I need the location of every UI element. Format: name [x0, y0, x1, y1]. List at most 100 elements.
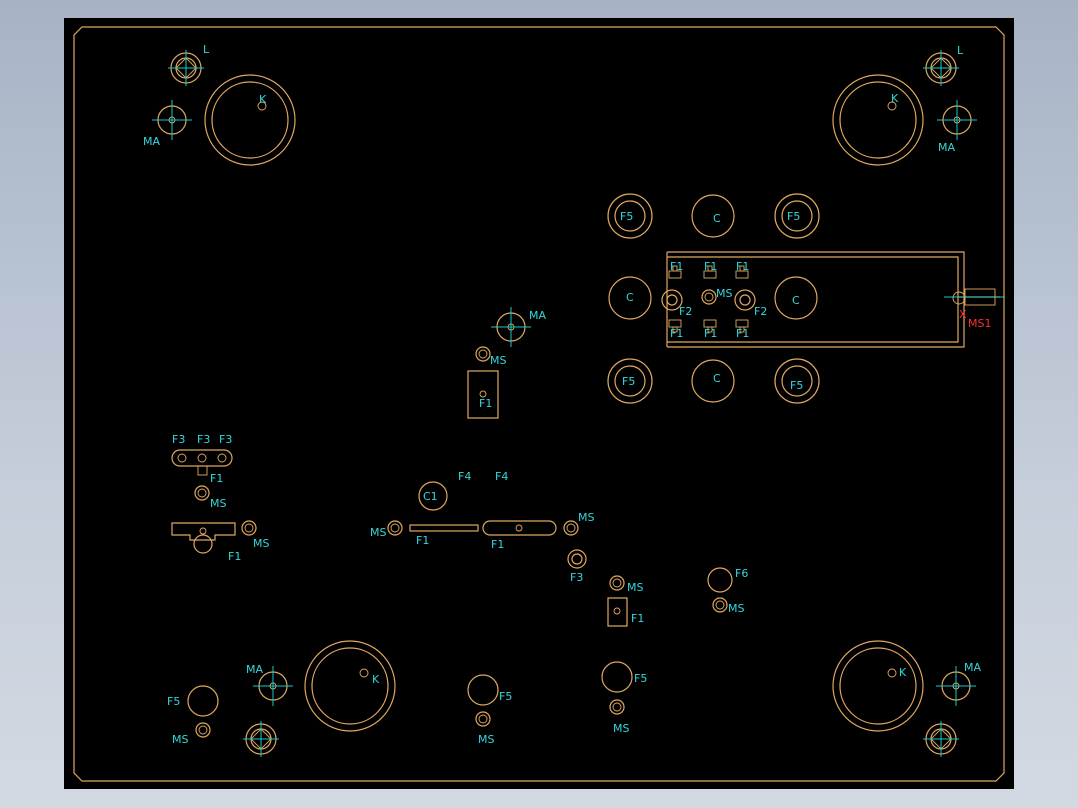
label-ms: MS: [728, 602, 744, 615]
ma-hole-center: MA: [491, 307, 546, 347]
label-ms: MS: [210, 497, 226, 510]
label-f1: F1: [416, 534, 429, 547]
label-ms: MS: [478, 733, 494, 746]
label-ma: MA: [938, 141, 955, 154]
label-f3: F3: [570, 571, 583, 584]
label-f1: F1: [631, 612, 644, 625]
label-f5: F5: [620, 210, 633, 223]
label-k: K: [891, 92, 899, 105]
ms-hole: MS: [609, 575, 643, 594]
mold-plate-drawing: K K K K L L MA: [73, 26, 1005, 782]
label-f1: F1: [736, 327, 749, 340]
label-ma: MA: [246, 663, 263, 676]
ms-hole: MS: [475, 346, 506, 367]
f3-slot-group: F3 F3 F3 F1: [171, 433, 233, 485]
label-ma: MA: [143, 135, 160, 148]
bolt-l-top-left: L: [168, 43, 210, 86]
ms-hole: MS: [563, 511, 594, 536]
c-hole: C: [691, 359, 735, 403]
label-f1: F1: [670, 260, 683, 273]
label-f3: F3: [172, 433, 185, 446]
ma-hole-top-right: MA: [937, 100, 977, 154]
bolt-bottom-right: [923, 721, 959, 757]
f5-hole: F5: [774, 358, 820, 404]
ms-hole: MS: [609, 699, 629, 735]
label-ms: MS: [490, 354, 506, 367]
ma-hole-bottom-left: MA: [246, 663, 293, 706]
label-x: X: [959, 308, 967, 321]
ms-hole: MS: [172, 722, 211, 746]
label-ms: MS: [716, 287, 732, 300]
label-f6: F6: [735, 567, 748, 580]
label-ms: MS: [253, 537, 269, 550]
f1-slot: F1: [482, 520, 557, 551]
label-ms: MS: [627, 581, 643, 594]
f5-hole: F5: [607, 193, 653, 239]
f1-rail: F1: [409, 524, 479, 547]
ms-hole: MS: [701, 287, 732, 305]
label-f1: F1: [736, 260, 749, 273]
label-f5: F5: [499, 690, 512, 703]
label-f2: F2: [754, 305, 767, 318]
label-f5: F5: [634, 672, 647, 685]
c-hole: C: [774, 276, 818, 320]
label-f1: F1: [670, 327, 683, 340]
f5-hole: F5: [601, 661, 647, 693]
label-ms: MS: [172, 733, 188, 746]
f2-hole: F2: [661, 289, 692, 318]
label-k: K: [899, 666, 907, 679]
label-l: L: [957, 44, 964, 57]
f1-boss-row-top: F1 F1 F1: [668, 260, 749, 279]
ma-hole-bottom-right: MA: [936, 661, 981, 706]
leader-pin-top-right: K: [832, 74, 924, 166]
c-hole: C: [608, 276, 652, 320]
f5-hole: F5: [167, 685, 219, 717]
label-f1: F1: [479, 397, 492, 410]
label-ms1: MS1: [968, 317, 991, 330]
ms-hole: MS: [712, 597, 744, 615]
label-f1: F1: [704, 260, 717, 273]
label-ms: MS: [578, 511, 594, 524]
label-c1: C1: [423, 490, 438, 503]
c-hole: C: [691, 194, 735, 238]
bolt-bottom-left: [243, 721, 279, 757]
f1-block: F1: [467, 370, 499, 419]
ma-hole-top-left: MA: [143, 100, 192, 148]
label-f4: F4: [495, 470, 508, 483]
f6-hole: F6: [707, 567, 748, 593]
label-ms: MS: [370, 526, 386, 539]
label-f1: F1: [210, 472, 223, 485]
label-c: C: [713, 372, 721, 385]
f5-hole: F5: [774, 193, 820, 239]
c1-hole: C1: [418, 481, 448, 511]
f1-block: F1: [607, 597, 644, 627]
label-f1: F1: [704, 327, 717, 340]
label-f3: F3: [197, 433, 210, 446]
cad-viewport[interactable]: K K K K L L MA: [64, 18, 1014, 789]
label-k: K: [372, 673, 380, 686]
label-c: C: [792, 294, 800, 307]
label-c: C: [626, 291, 634, 304]
f5-hole: F5: [467, 674, 512, 706]
f3-hole: F3: [567, 549, 587, 584]
ms-hole: MS: [370, 520, 403, 539]
f1-t-block: F1: [171, 522, 241, 563]
leader-pin-bottom-left: K: [304, 640, 396, 732]
label-f5: F5: [787, 210, 800, 223]
f2-hole: F2: [734, 289, 767, 318]
f5-hole: F5: [607, 358, 653, 404]
label-k: K: [259, 93, 267, 106]
ms-hole: MS: [194, 485, 226, 510]
label-ms: MS: [613, 722, 629, 735]
label-f1: F1: [228, 550, 241, 563]
label-ma: MA: [964, 661, 981, 674]
bolt-l-top-right: L: [923, 44, 964, 86]
label-ma: MA: [529, 309, 546, 322]
leader-pin-top-left: K: [204, 74, 296, 166]
slide-channel: X MS1: [666, 251, 1005, 348]
leader-pin-bottom-right: K: [832, 640, 924, 732]
ms-hole: MS: [475, 711, 494, 746]
label-f5: F5: [167, 695, 180, 708]
label-f5: F5: [790, 379, 803, 392]
ms-hole: MS: [241, 520, 269, 550]
